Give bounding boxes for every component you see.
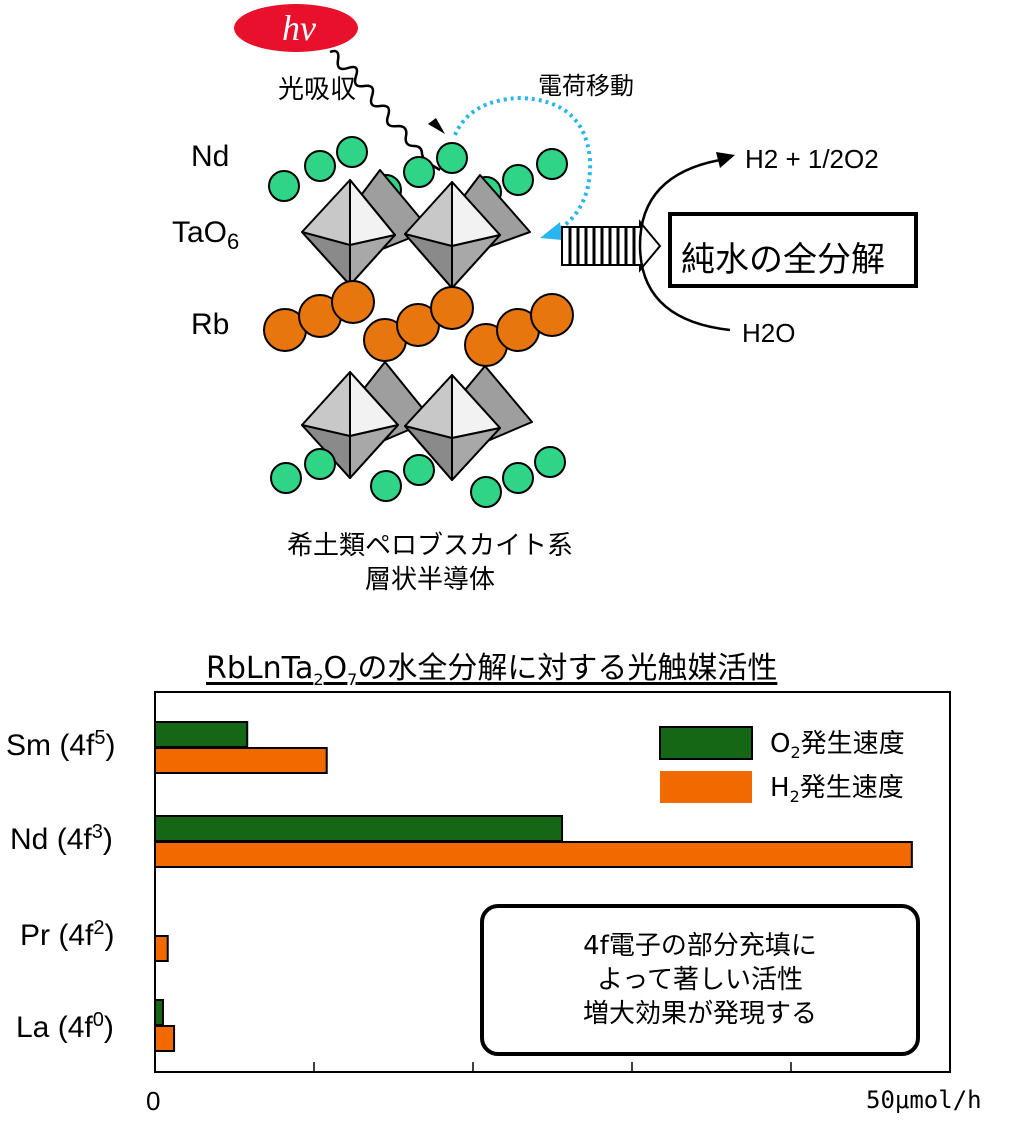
reaction-box-frame: [668, 212, 918, 288]
charge-transfer-arrowhead: [540, 222, 562, 240]
legend-swatch-o2: [659, 726, 753, 760]
reactant-label: H2O: [742, 318, 796, 348]
bar-la-h2: [154, 1025, 176, 1052]
reaction-curve-arrowhead: [716, 152, 735, 168]
charge-transfer-label: 電荷移動: [538, 72, 634, 100]
bar-la-o2: [154, 999, 164, 1026]
light-wave-arrowhead: [428, 118, 445, 134]
category-label-la: La (4f0): [16, 1009, 114, 1044]
bar-pr-h2: [154, 935, 169, 962]
bar-nd-h2: [154, 841, 913, 868]
rb-layer-label: Rb: [191, 308, 230, 341]
caption-line-1: 希土類ペロブスカイト系: [286, 531, 573, 561]
nd-layer-label: Nd: [191, 140, 230, 173]
crystal-structure-diagram: [234, 4, 918, 508]
reaction-curve-arrow: [638, 158, 731, 332]
annotation-text: 4f電子の部分充填に よって著しい活性 増大効果が発現する: [500, 930, 900, 1031]
chart-title: RbLnTa2O7の水全分解に対する光触媒活性: [206, 651, 778, 689]
category-label-sm: Sm (4f5): [6, 727, 116, 762]
charge-transfer-arrow: [453, 95, 593, 234]
diagram-caption: 希土類ペロブスカイト系 層状半導体: [200, 530, 660, 598]
bar-nd-o2: [154, 815, 564, 842]
bar-sm-o2: [154, 721, 249, 748]
rb-atoms: [263, 280, 574, 367]
bar-sm-h2: [154, 747, 328, 774]
light-absorption-label: 光吸収: [278, 75, 357, 105]
nd-atoms-bottom: [270, 446, 566, 508]
light-wave-arrow: [329, 49, 441, 172]
legend-label-h2: H2発生速度: [770, 773, 904, 807]
reaction-box-label: 純水の全分解: [681, 240, 885, 280]
annotation-line-3: 増大効果が発現する: [582, 998, 817, 1029]
caption-line-2: 層状半導体: [364, 564, 495, 595]
tao6-octahedra-bottom: [301, 361, 533, 481]
category-label-nd: Nd (4f3): [10, 821, 113, 856]
x-tick-label-end: 50μmol/h: [866, 1086, 982, 1114]
hatched-arrow: [561, 219, 662, 273]
product-label: H2 + 1/2O2: [745, 144, 879, 174]
annotation-line-1: 4f電子の部分充填に: [583, 931, 817, 961]
photon-ellipse: [234, 4, 358, 52]
annotation-line-2: よって著しい活性: [597, 964, 803, 995]
photon-label: hν: [282, 8, 316, 48]
x-tick-label-start: 0: [146, 1086, 161, 1116]
legend-label-o2: O2発生速度: [770, 729, 905, 763]
category-label-pr: Pr (4f2): [20, 917, 115, 952]
tao6-layer-label: TaO6: [172, 216, 240, 254]
legend-swatch-h2: [660, 771, 752, 803]
x-axis-ticks: [154, 1062, 951, 1072]
